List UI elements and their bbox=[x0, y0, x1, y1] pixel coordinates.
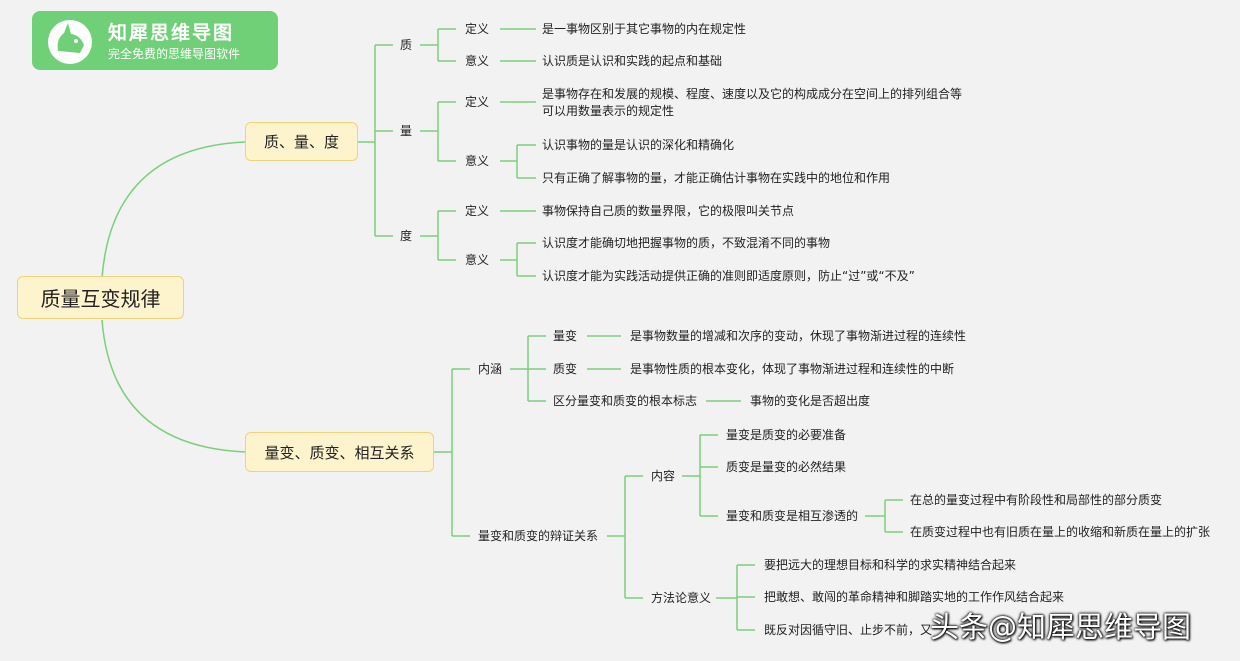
text-content-3a[interactable]: 在总的量变过程中有阶段性和局部性的部分质变 bbox=[910, 493, 1163, 507]
node-quantitative-change[interactable]: 量变 bbox=[553, 329, 578, 343]
app-logo[interactable]: 知犀思维导图 完全免费的思维导图软件 bbox=[32, 11, 278, 70]
text-content-1[interactable]: 量变是质变的必要准备 bbox=[726, 428, 847, 442]
text-methodology-2[interactable]: 把敢想、敢闯的革命精神和脚踏实地的工作作风结合起来 bbox=[764, 590, 1065, 604]
text-liang-definition-line2[interactable]: 可以用数量表示的规定性 bbox=[542, 104, 675, 118]
text-distinguishing-mark[interactable]: 事物的变化是否超出度 bbox=[750, 394, 871, 408]
text-liang-significance-1[interactable]: 认识事物的量是认识的深化和精确化 bbox=[542, 138, 735, 152]
text-content-3[interactable]: 量变和质变是相互渗透的 bbox=[726, 509, 859, 523]
text-methodology-3[interactable]: 既反对因循守旧、止步不前，又 bbox=[764, 623, 933, 637]
node-liang-definition[interactable]: 定义 bbox=[465, 95, 490, 109]
node-liang-significance[interactable]: 意义 bbox=[465, 154, 490, 168]
text-content-2[interactable]: 质变是量变的必然结果 bbox=[726, 460, 847, 474]
text-liang-significance-2[interactable]: 只有正确了解事物的量，才能正确估计事物在实践中的地位和作用 bbox=[542, 171, 891, 185]
text-zhi-significance[interactable]: 认识质是认识和实践的起点和基础 bbox=[542, 54, 723, 68]
text-du-definition[interactable]: 事物保持自己质的数量界限，它的极限叫关节点 bbox=[542, 204, 795, 218]
node-content[interactable]: 内容 bbox=[651, 469, 676, 483]
node-zhi-significance[interactable]: 意义 bbox=[465, 54, 490, 68]
text-content-3b[interactable]: 在质变过程中也有旧质在量上的收缩和新质在量上的扩张 bbox=[910, 525, 1211, 539]
text-du-significance-1[interactable]: 认识度才能确切地把握事物的质，不致混淆不同的事物 bbox=[542, 236, 831, 250]
node-distinguishing-mark[interactable]: 区分量变和质变的根本标志 bbox=[553, 394, 698, 408]
logo-title: 知犀思维导图 bbox=[108, 22, 235, 44]
node-liang[interactable]: 量 bbox=[400, 124, 413, 138]
node-zhi[interactable]: 质 bbox=[400, 38, 413, 52]
text-du-significance-2[interactable]: 认识度才能为实践活动提供正确的准则即适度原则，防止“过”或“不及” bbox=[542, 269, 915, 283]
node-connotation[interactable]: 内涵 bbox=[478, 362, 503, 376]
text-zhi-definition[interactable]: 是一事物区别于其它事物的内在规定性 bbox=[542, 22, 747, 36]
node-du-definition[interactable]: 定义 bbox=[465, 204, 490, 218]
text-methodology-1[interactable]: 要把远大的理想目标和科学的求实精神结合起来 bbox=[764, 558, 1017, 572]
branch-change-relations[interactable]: 量变、质变、相互关系 bbox=[245, 432, 434, 472]
watermark: 头条@知犀思维导图 bbox=[930, 610, 1192, 644]
logo-subtitle: 完全免费的思维导图软件 bbox=[108, 47, 241, 61]
rhino-icon bbox=[48, 20, 92, 64]
node-du-significance[interactable]: 意义 bbox=[465, 253, 490, 267]
branch-quality-quantity-measure[interactable]: 质、量、度 bbox=[245, 122, 358, 161]
node-dialectical-relation[interactable]: 量变和质变的辩证关系 bbox=[478, 529, 599, 543]
node-du[interactable]: 度 bbox=[400, 229, 413, 243]
root-node[interactable]: 质量互变规律 bbox=[17, 276, 184, 319]
node-methodology[interactable]: 方法论意义 bbox=[651, 591, 712, 605]
text-quantitative-change[interactable]: 是事物数量的增减和次序的变动，休现了事物渐进过程的连续性 bbox=[630, 329, 967, 343]
node-qualitative-change[interactable]: 质变 bbox=[553, 362, 578, 376]
node-zhi-definition[interactable]: 定义 bbox=[465, 22, 490, 36]
text-qualitative-change[interactable]: 是事物性质的根本变化，体现了事物渐进过程和连续性的中断 bbox=[630, 362, 955, 376]
text-liang-definition-line1[interactable]: 是事物存在和发展的规模、程度、速度以及它的构成成分在空间上的排列组合等 bbox=[542, 87, 963, 101]
